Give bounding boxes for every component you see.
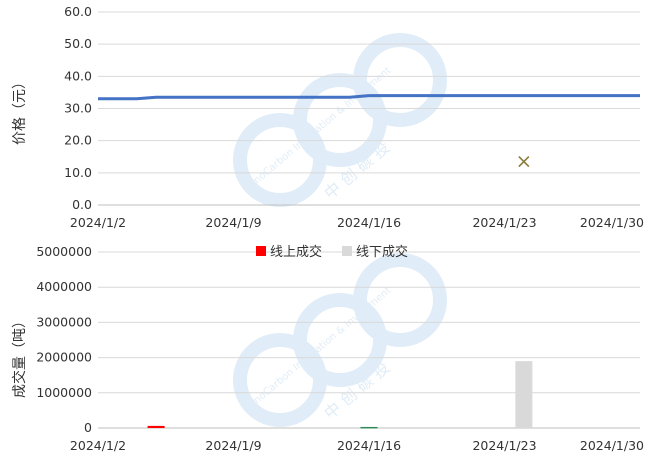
legend-label-offline: 线下成交: [356, 244, 408, 260]
volume-chart-y-axis-label: 成交量（吨）: [11, 314, 28, 398]
y-tick-label: 50.0: [64, 36, 92, 51]
x-tick-label: 2024/1/16: [337, 438, 401, 453]
volume-chart-x-ticks: 2024/1/2 2024/1/9 2024/1/16 2024/1/23 2024/1…: [70, 438, 644, 453]
y-tick-label: 4000000: [36, 279, 92, 294]
y-tick-label: 2000000: [36, 350, 92, 365]
x-tick-label: 2024/1/9: [205, 215, 261, 230]
price-chart-x-ticks: 2024/1/2 2024/1/9 2024/1/16 2024/1/23 2024/1…: [70, 215, 644, 230]
volume-chart-bars: [147, 361, 533, 429]
volume-chart-legend: 线上成交 线下成交: [256, 244, 408, 260]
y-tick-label: 60.0: [64, 4, 92, 19]
y-tick-label: 5000000: [36, 244, 92, 259]
price-chart-gridlines: [98, 11, 640, 206]
y-tick-label: 20.0: [64, 133, 92, 148]
watermark-text-cn-bottom: 中 创 碳 投: [320, 358, 393, 424]
volume-chart-y-ticks: 0 1000000 2000000 3000000 4000000 5000000: [36, 244, 92, 435]
bar-online: [360, 426, 378, 429]
x-tick-label: 2024/1/2: [70, 438, 126, 453]
watermark-circle-2: [293, 73, 387, 167]
bar-online: [147, 425, 165, 428]
y-tick-label: 40.0: [64, 68, 92, 83]
x-tick-label: 2024/1/16: [337, 215, 401, 230]
x-tick-label: 2024/1/30: [580, 438, 644, 453]
watermark-circle-6: [353, 253, 447, 347]
price-line: [98, 94, 640, 101]
y-tick-label: 30.0: [64, 101, 92, 116]
legend-swatch-offline: [342, 246, 352, 256]
y-tick-label: 0: [84, 420, 92, 435]
price-chart-y-axis-label: 价格（元）: [12, 75, 28, 145]
y-tick-label: 1000000: [36, 385, 92, 400]
legend-label-online: 线上成交: [270, 244, 322, 260]
y-tick-label: 0.0: [72, 197, 92, 212]
watermark-circle-4: [233, 333, 327, 427]
watermark-text-cn-top: 中 创 碳 投: [320, 138, 393, 204]
price-chart-y-ticks: 0.0 10.0 20.0 30.0 40.0 50.0 60.0: [64, 4, 92, 212]
x-tick-label: 2024/1/9: [205, 438, 261, 453]
bar-offline: [515, 361, 533, 428]
legend-swatch-online: [256, 246, 266, 256]
x-tick-label: 2024/1/30: [580, 215, 644, 230]
volume-chart: 0 1000000 2000000 3000000 4000000 5000000 202…: [11, 244, 644, 453]
watermark-circle-5: [293, 293, 387, 387]
watermark-circle-3: [353, 33, 447, 127]
x-tick-label: 2024/1/23: [472, 215, 536, 230]
price-chart-series: [98, 94, 640, 168]
x-tick-label: 2024/1/2: [70, 215, 126, 230]
x-tick-label: 2024/1/23: [472, 438, 536, 453]
y-tick-label: 10.0: [64, 165, 92, 180]
scatter-point-x-marker: [518, 156, 530, 168]
watermark-circle-1: [233, 113, 327, 207]
x-marker-stroke: [518, 156, 530, 168]
y-tick-label: 3000000: [36, 314, 92, 329]
